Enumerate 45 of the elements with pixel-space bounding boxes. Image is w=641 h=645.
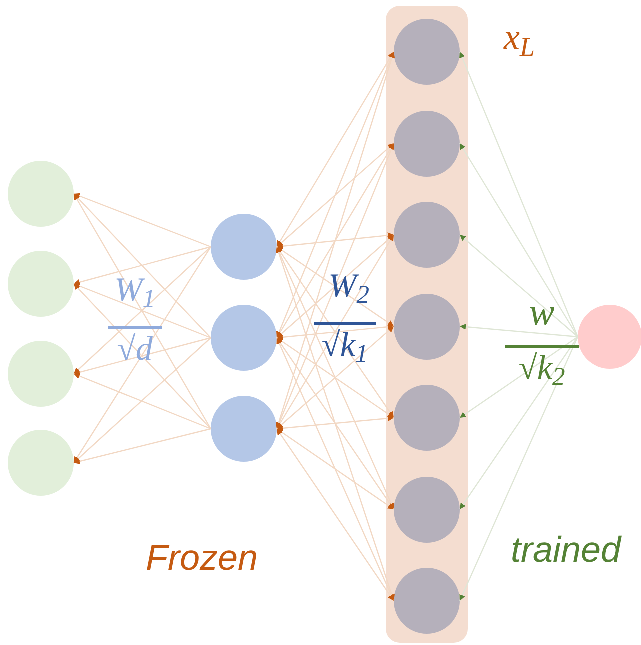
connection-arrow	[276, 246, 395, 510]
connection-arrow	[460, 336, 578, 510]
connection-arrow	[276, 428, 394, 602]
math-label: √k$_{1}$	[314, 322, 376, 368]
connection-arrow	[74, 373, 212, 430]
connection-arrow	[276, 232, 394, 250]
connection-arrow	[459, 143, 579, 338]
connection-arrow	[74, 246, 212, 286]
connection-arrow	[459, 52, 579, 338]
connection-arrow	[276, 324, 394, 340]
connection-arrow	[276, 246, 394, 327]
connection-arrow	[459, 336, 579, 602]
connection-arrow	[276, 416, 394, 432]
connection-arrow	[460, 234, 578, 338]
connection-arrow	[74, 246, 212, 374]
connection-arrow	[74, 428, 212, 464]
math-label: W$_{2}$	[327, 267, 371, 308]
connection-arrow	[276, 246, 395, 602]
connection-arrow	[74, 337, 212, 376]
connection-arrow	[276, 52, 395, 248]
connection-arrow	[460, 336, 578, 418]
math-label: trained	[510, 528, 623, 572]
connection-arrow	[276, 428, 394, 510]
connection-arrow	[74, 283, 212, 339]
connection-arrow	[276, 338, 394, 510]
connection-arrow	[276, 326, 394, 430]
connection-arrow	[74, 193, 212, 248]
connection-arrow	[276, 143, 394, 248]
math-label: √k$_{2}$	[505, 345, 579, 390]
math-label: √d	[108, 326, 162, 372]
layer-label: x$_{L}$	[504, 16, 536, 64]
connection-arrow	[276, 143, 395, 338]
math-label: W$_{1}$	[113, 271, 157, 312]
math-label: Frozen	[144, 536, 260, 580]
connection-arrow	[460, 324, 578, 338]
connection-arrow	[276, 52, 396, 430]
connection-arrow	[74, 194, 212, 338]
connection-arrow	[276, 234, 394, 338]
connection-arrow	[73, 194, 212, 430]
connection-arrow	[276, 338, 394, 418]
connection-arrow	[74, 246, 212, 464]
connection-arrow	[74, 338, 212, 464]
math-label: w	[528, 291, 556, 336]
connection-arrow	[276, 338, 395, 602]
connection-arrow	[74, 284, 212, 430]
